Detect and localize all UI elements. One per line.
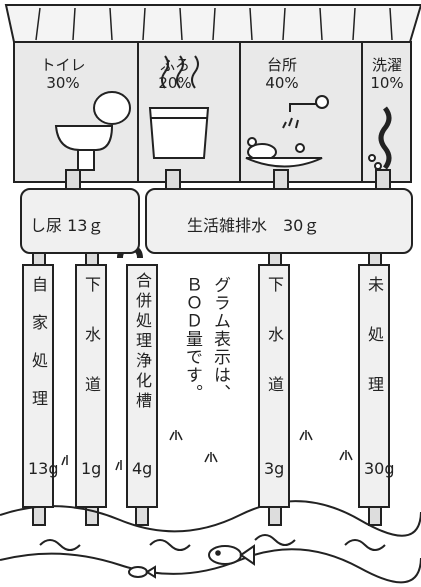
night-soil-label: し尿 13ｇ <box>30 216 104 235</box>
source-laundry-label: 洗濯 10% <box>364 56 410 92</box>
treatment-untreated-amount: 30g <box>364 459 395 478</box>
roof <box>4 4 421 43</box>
treatment-sewer-1-amount: 1g <box>81 459 102 478</box>
treatment-sewer-2-label: 下水道 <box>265 276 284 426</box>
source-kitchen-label: 台所 40% <box>252 56 312 92</box>
source-laundry-name: 洗濯 <box>371 56 402 74</box>
note-line-1: グラム表示は、 <box>210 276 230 402</box>
night-soil-box: し尿 13ｇ <box>20 188 140 254</box>
source-kitchen-name: 台所 <box>266 56 297 74</box>
treatment-column-sewer-2: 下水道 3g <box>258 264 290 508</box>
treatment-column-untreated: 未処理 30g <box>358 264 395 508</box>
treatment-column-sewer-1: 下水道 1g <box>75 264 107 508</box>
gray-water-box: 生活雑排水 30ｇ <box>145 188 413 254</box>
toilet-icon <box>54 91 131 171</box>
treatment-self-amount: 13g <box>28 459 59 478</box>
source-bath-pct: 20% <box>158 74 192 92</box>
treatment-septic-amount: 4g <box>132 459 153 478</box>
source-kitchen-pct: 40% <box>265 74 299 92</box>
treatment-column-self: 自家処理 13g <box>22 264 59 508</box>
river <box>0 500 421 584</box>
treatment-self-label: 自家処理 <box>29 276 48 428</box>
fish-icon <box>128 544 255 579</box>
treatment-septic-label: 合併処理浄化槽 <box>133 272 152 412</box>
treatment-sewer-2-amount: 3g <box>264 459 285 478</box>
laundry-icon <box>368 106 392 170</box>
note-line-2: ＢＯＤ量です。 <box>182 276 202 402</box>
gray-water-label: 生活雑排水 30ｇ <box>187 216 320 235</box>
kitchen-icon <box>245 95 329 168</box>
source-toilet-label: トイレ 30% <box>28 56 98 92</box>
source-toilet-pct: 30% <box>46 74 80 92</box>
grass <box>61 430 353 471</box>
source-bath-name: ふろ <box>159 56 190 74</box>
source-bath-label: ふろ 20% <box>150 56 200 92</box>
source-laundry-pct: 10% <box>370 74 404 92</box>
bathtub-icon <box>148 55 210 159</box>
treatment-untreated-label: 未処理 <box>365 276 384 426</box>
treatment-sewer-1-label: 下水道 <box>82 276 101 426</box>
source-toilet-name: トイレ <box>40 56 86 74</box>
treatment-column-septic: 合併処理浄化槽 4g <box>126 264 158 508</box>
